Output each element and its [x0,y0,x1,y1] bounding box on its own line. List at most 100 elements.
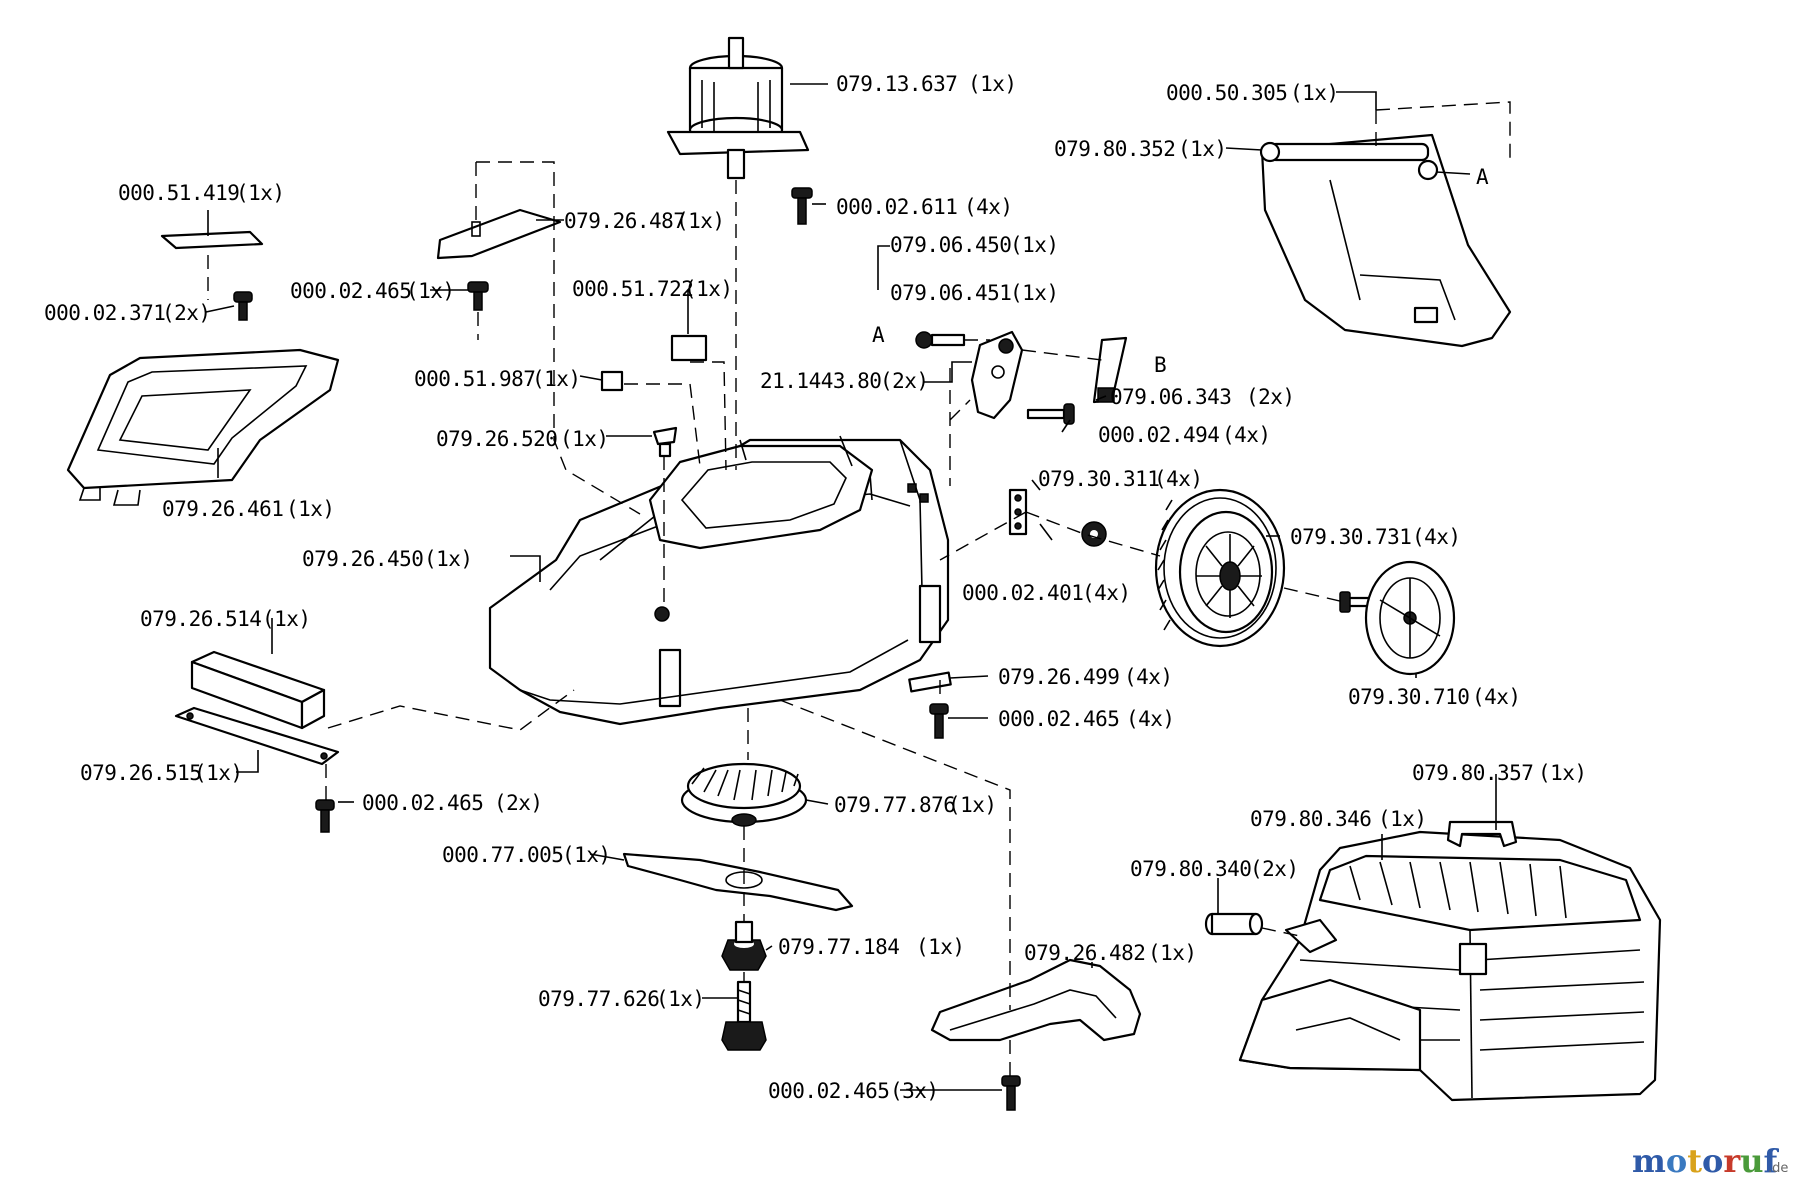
qty-21-1443-80: (2x) [880,369,929,393]
label-000-51-419: 000.51.419 [118,181,239,205]
qty-079-80-352: (1x) [1178,137,1227,161]
label-079-77-626: 079.77.626 [538,987,659,1011]
watermark: motoruf .de [1632,1142,1788,1180]
wheel-drawing [1154,488,1286,648]
qty-079-06-343: (2x) [1246,385,1295,409]
qty-000-02-465-c: (2x) [494,791,543,815]
blade-drawing [622,852,854,912]
label-079-77-184: 079.77.184 [778,935,899,959]
label-000-02-465-b: 000.02.465 [998,707,1119,731]
label-079-30-710: 079.30.710 [1348,685,1469,709]
qty-079-26-487: (1x) [676,209,725,233]
marker-b: B [1154,353,1166,377]
qty-079-80-346: (1x) [1378,807,1427,831]
part-labels: 079.13.637 (1x) 000.50.305 (1x) 079.80.3… [44,72,1587,1103]
label-000-51-987: 000.51.987 [414,367,535,391]
label-079-77-876: 079.77.876 [834,793,955,817]
hubcap-drawing [1339,560,1456,676]
qty-000-51-987: (1x) [532,367,581,391]
qty-079-06-450: (1x) [1010,233,1059,257]
knob-drawing [652,426,678,458]
qty-000-02-465-d: (3x) [890,1079,939,1103]
top-cover-drawing [66,348,340,506]
qty-000-77-005: (1x) [562,843,611,867]
label-079-26-515: 079.26.515 [80,761,201,785]
watermark-text: motoruf [1632,1142,1779,1180]
qty-079-26-515: (1x) [194,761,243,785]
label-079-80-357: 079.80.357 [1412,761,1533,785]
marker-a-bolt: A [872,323,885,347]
motor-drawing [666,36,810,180]
qty-079-13-637: (1x) [968,72,1017,96]
label-000-02-371: 000.02.371 [44,301,165,325]
qty-000-51-722: (1x) [684,277,733,301]
label-000-51-722: 000.51.722 [572,277,693,301]
qty-000-50-305: (1x) [1290,81,1339,105]
screw-drawing-3 [233,291,253,321]
label-079-26-461: 079.26.461 [162,497,283,521]
qty-000-02-465-b: (4x) [1126,707,1175,731]
label-000-02-465-d: 000.02.465 [768,1079,889,1103]
qty-000-02-465-a: (1x) [406,279,455,303]
qty-079-80-340: (2x) [1250,857,1299,881]
rear-flap-drawing [1259,133,1512,348]
screw-drawing-5 [315,799,335,833]
qty-079-77-184: (1x) [916,935,965,959]
qty-079-30-710: (4x) [1472,685,1521,709]
label-079-06-451: 079.06.451 [890,281,1011,305]
qty-000-02-401: (4x) [1082,581,1131,605]
qty-079-80-357: (1x) [1538,761,1587,785]
assembly-lines [207,101,1511,1076]
blade-bolt-drawing [721,980,767,1051]
qty-079-26-520: (1x) [560,427,609,451]
label-079-06-450: 079.06.450 [890,233,1011,257]
qty-079-26-514: (1x) [262,607,311,631]
axle-bracket-drawing [1008,488,1028,536]
label-000-77-005: 000.77.005 [442,843,563,867]
clip-drawing [908,671,952,693]
label-079-06-343: 079.06.343 [1110,385,1231,409]
qty-079-77-626: (1x) [656,987,705,1011]
label-000-02-611: 000.02.611 [836,195,957,219]
deflector-drawing [930,958,1142,1042]
label-079-80-352: 079.80.352 [1054,137,1175,161]
nut-drawing [1081,521,1107,547]
label-000-02-465-a: 000.02.465 [290,279,411,303]
qty-079-26-482: (1x) [1148,941,1197,965]
label-079-26-487: 079.26.487 [564,209,685,233]
qty-079-26-499: (4x) [1124,665,1173,689]
label-21-1443-80: 21.1443.80 [760,369,881,393]
qty-000-02-494: (4x) [1222,423,1271,447]
sticker-drawing [160,230,264,250]
bolt-drawing [915,331,966,349]
qty-079-06-451: (1x) [1010,281,1059,305]
screw-drawing-7 [1001,1075,1021,1111]
label-079-26-482: 079.26.482 [1024,941,1145,965]
mower-deck-drawing [488,435,950,726]
qty-079-30-731: (4x) [1412,525,1461,549]
grass-box-drawing [1238,820,1662,1102]
label-000-02-401: 000.02.401 [962,581,1083,605]
label-000-02-494: 000.02.494 [1098,423,1219,447]
strip-plate-drawing [174,706,340,766]
qty-079-26-461: (1x) [286,497,335,521]
label-079-26-514: 079.26.514 [140,607,261,631]
leader-lines [205,83,1497,1091]
label-079-26-520: 079.26.520 [436,427,557,451]
qty-079-30-311: (4x) [1154,467,1203,491]
screw-drawing-4 [1026,403,1075,425]
label-000-50-305: 000.50.305 [1166,81,1287,105]
sticker-drawing-2 [670,334,708,362]
qty-079-77-876: (1x) [948,793,997,817]
label-079-80-340: 079.80.340 [1130,857,1251,881]
label-drawing [600,370,624,392]
label-079-30-311: 079.30.311 [1038,467,1159,491]
label-000-02-465-c: 000.02.465 [362,791,483,815]
marker-a-top: A [1476,165,1489,189]
foam-strip-drawing [190,650,326,730]
watermark-suffix: .de [1768,1161,1788,1176]
fan-drawing [680,762,808,827]
height-adjuster-drawing [970,330,1128,420]
qty-000-02-371: (2x) [162,301,211,325]
